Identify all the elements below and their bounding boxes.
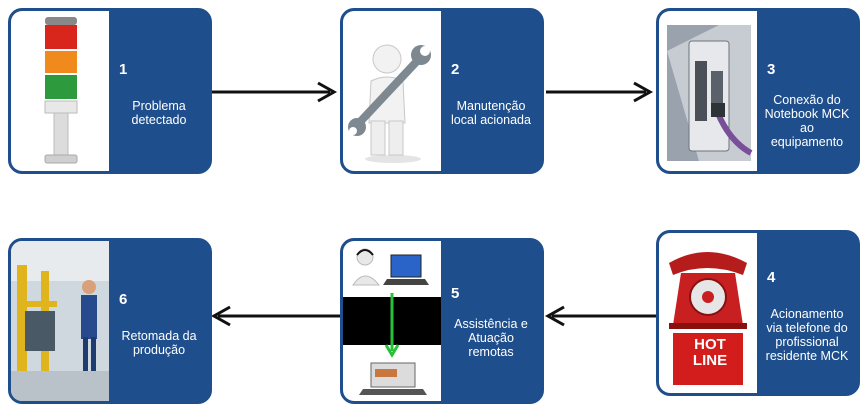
step-6-text: Retomada da produção	[121, 329, 197, 357]
hotline-badge: HOT LINE	[692, 336, 728, 369]
step-2-card: 2 Manutenção local acionada	[340, 8, 544, 174]
equipment-connection-icon	[667, 25, 753, 161]
step-5-card: 5 Assistência e Atuação remotas	[340, 238, 544, 404]
arrow-2-to-3	[546, 81, 654, 103]
arrow-5-to-6	[210, 305, 342, 327]
step-1-image	[11, 11, 109, 171]
step-4-number: 4	[767, 269, 776, 286]
step-2-text: Manutenção local acionada	[451, 99, 531, 127]
step-1-card: 1 Problema detectado	[8, 8, 212, 174]
step-2-image	[343, 11, 441, 171]
arrow-4-to-5	[544, 305, 658, 327]
hotline-telephone-icon	[669, 252, 747, 385]
step-2-number: 2	[451, 61, 460, 78]
signal-tower-light-icon	[44, 17, 78, 164]
step-6-number: 6	[119, 291, 128, 308]
arrow-1-to-2	[212, 81, 338, 103]
step-5-number: 5	[451, 285, 460, 302]
step-4-card: HOT LINE 4 Acionamento via telefone do p…	[656, 230, 860, 396]
step-3-card: 3 Conexão do Notebook MCK ao equipamento	[656, 8, 860, 174]
step-3-image	[659, 11, 757, 171]
step-6-image	[11, 241, 109, 401]
step-4-text: Acionamento via telefone do profissional…	[765, 307, 849, 363]
step-3-number: 3	[767, 61, 776, 78]
step-6-card: 6 Retomada da produção	[8, 238, 212, 404]
step-1-text: Problema detectado	[131, 99, 187, 127]
step-1-number: 1	[119, 61, 128, 78]
step-3-text: Conexão do Notebook MCK ao equipamento	[764, 93, 850, 149]
wrench-figure-icon	[348, 44, 431, 163]
step-4-image: HOT LINE	[659, 233, 757, 393]
step-5-text: Assistência e Atuação remotas	[454, 317, 528, 359]
remote-assistance-icon	[343, 248, 441, 395]
factory-floor-icon	[11, 241, 109, 401]
step-5-image	[343, 241, 441, 401]
